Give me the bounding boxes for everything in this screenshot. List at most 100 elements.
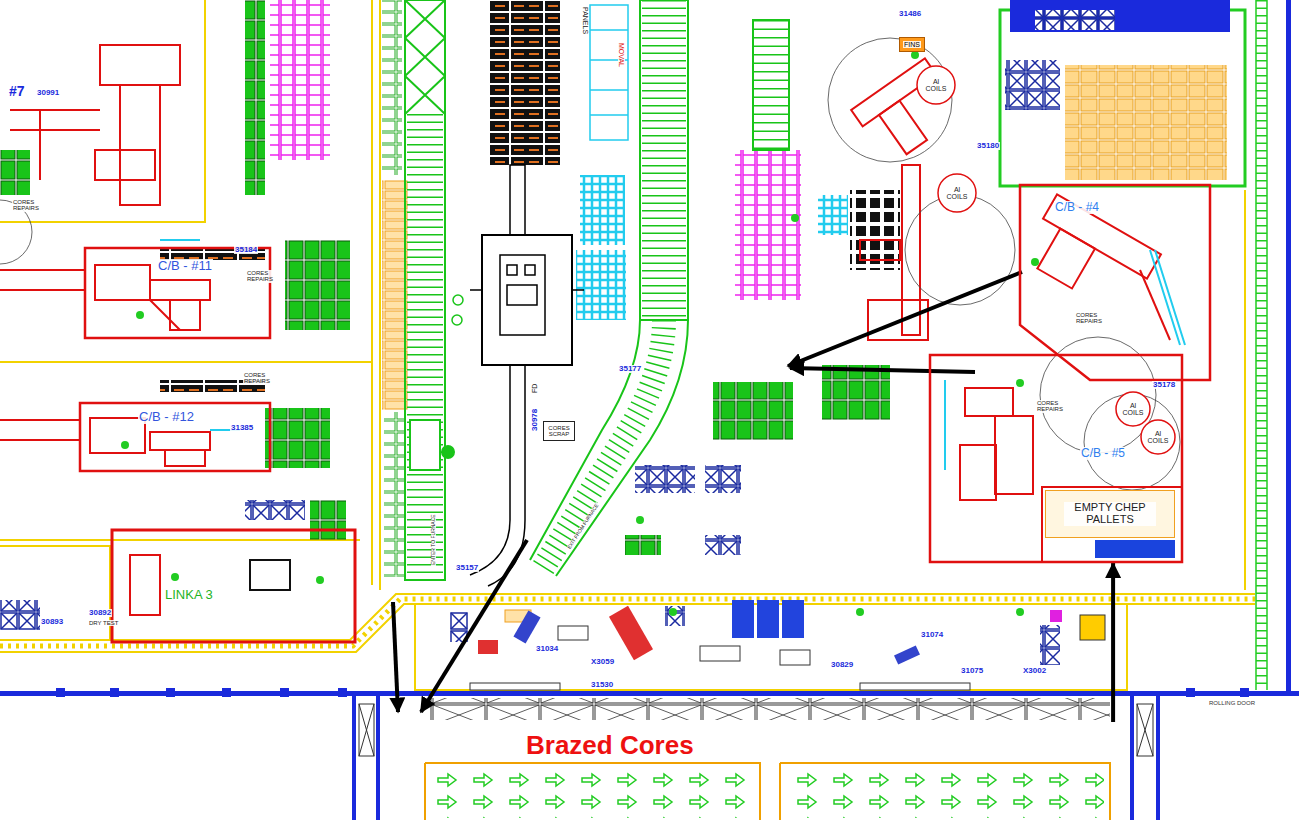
aisle-lines <box>780 763 1110 820</box>
label-holder: CORES REPAIRS <box>246 270 274 283</box>
label-holder: 35178 <box>1152 381 1176 389</box>
area-note: CORES REPAIRS <box>1075 312 1103 325</box>
label-holder: 30893 <box>40 618 64 626</box>
callout-number: 31486 <box>898 10 922 18</box>
callout-number: 30829 <box>830 661 854 669</box>
safety-markers <box>911 51 919 59</box>
cell-region: C/B - #4 <box>1018 185 1212 382</box>
racks <box>285 240 350 330</box>
green-ladder <box>1256 0 1267 690</box>
node-label: FINS <box>903 41 921 48</box>
region-outline <box>85 248 270 338</box>
callout-number: 35184 <box>234 246 258 254</box>
walls <box>0 691 1299 696</box>
racks <box>850 190 900 270</box>
door-frames <box>359 704 374 756</box>
aisle-lines <box>0 361 372 363</box>
station-equipment <box>505 610 531 622</box>
pallet-area: EMPTY CHEP PALLETS <box>1045 490 1175 538</box>
door-frames <box>359 704 1153 756</box>
brazing-furnace <box>482 235 572 365</box>
safety-markers <box>669 608 677 616</box>
racks <box>382 0 402 175</box>
walls <box>1130 696 1134 820</box>
walls <box>1186 688 1195 697</box>
entry-conveyor <box>442 446 454 458</box>
racks <box>245 0 265 195</box>
fins-box: FINS <box>899 37 925 52</box>
label-holder: 31074 <box>920 631 944 639</box>
label-holder: 31530 <box>590 681 614 689</box>
racks <box>735 150 801 300</box>
area-note: MOVAL <box>618 42 625 68</box>
aisle-lines <box>0 604 1255 652</box>
callout-number: 31385 <box>230 424 254 432</box>
swing-radius <box>0 38 1180 490</box>
walls <box>222 688 231 697</box>
entry-conveyor <box>407 114 443 580</box>
exit-conveyor <box>543 320 664 568</box>
label-holder: 30829 <box>830 661 854 669</box>
safety-markers <box>1016 379 1024 387</box>
racks <box>0 0 1245 630</box>
aisle-lines <box>379 0 381 590</box>
node-label: Al COILS <box>1144 430 1172 445</box>
station-equipment <box>860 683 970 690</box>
station-equipment <box>780 650 810 665</box>
node-label: C/B - #5 <box>1080 447 1126 460</box>
material-flow-arrow <box>790 368 975 372</box>
cell-region: C/B - #5Al COILSAl COILSEMPTY CHEP PALLE… <box>930 355 1182 562</box>
green-ladder <box>1256 0 1267 690</box>
area-note: EXIT FROM FURNACE <box>566 502 600 551</box>
racks <box>384 412 406 577</box>
flow-arrows-lane <box>786 772 1104 818</box>
node-label: Brazed Cores <box>525 732 695 759</box>
dock-doors <box>430 698 1110 720</box>
station-equipment <box>558 626 588 640</box>
aisle-lines <box>415 604 1127 690</box>
label-holder: ENTER TO FURNACE <box>431 513 436 566</box>
callout-number: 31074 <box>920 631 944 639</box>
label-holder: X3059 <box>590 658 615 666</box>
callout-number: 35178 <box>1152 381 1176 389</box>
exit-conveyor <box>642 0 686 320</box>
region-outline <box>1020 185 1210 380</box>
node-label: Al COILS <box>943 186 971 201</box>
machinery <box>868 300 928 340</box>
machinery <box>170 300 200 330</box>
station-equipment <box>1080 615 1105 640</box>
dock-doors <box>430 698 1110 720</box>
machinery <box>130 555 160 615</box>
coil-outline <box>1141 420 1175 454</box>
label-holder: 35177 <box>618 365 642 373</box>
area-note: PANELS <box>582 6 589 35</box>
station-equipment <box>757 600 779 638</box>
machinery <box>165 450 205 466</box>
area-note: CORES REPAIRS <box>1036 400 1064 413</box>
node-label: CORES SCRAP <box>545 425 573 438</box>
racks <box>625 535 661 555</box>
machinery <box>1043 194 1161 278</box>
exit-conveyor <box>530 320 640 560</box>
material-flow-arrow <box>788 272 1022 366</box>
door-frames <box>359 704 374 756</box>
brazing-furnace <box>507 285 537 305</box>
label-holder: MOVAL <box>618 42 625 68</box>
region-outline <box>112 530 355 642</box>
callout-number: 31075 <box>960 667 984 675</box>
machinery <box>860 240 900 260</box>
machinery <box>250 560 290 590</box>
machinery <box>0 270 180 330</box>
area-note: DRY TEST <box>88 620 119 626</box>
safety-markers <box>856 608 864 616</box>
label-holder: 31075 <box>960 667 984 675</box>
brazing-furnace <box>507 265 517 275</box>
walls <box>376 696 380 820</box>
area-note: CORES REPAIRS <box>243 372 273 385</box>
machinery <box>95 150 155 180</box>
safety-markers <box>636 516 644 524</box>
label-holder: CORES REPAIRS <box>1075 312 1103 325</box>
